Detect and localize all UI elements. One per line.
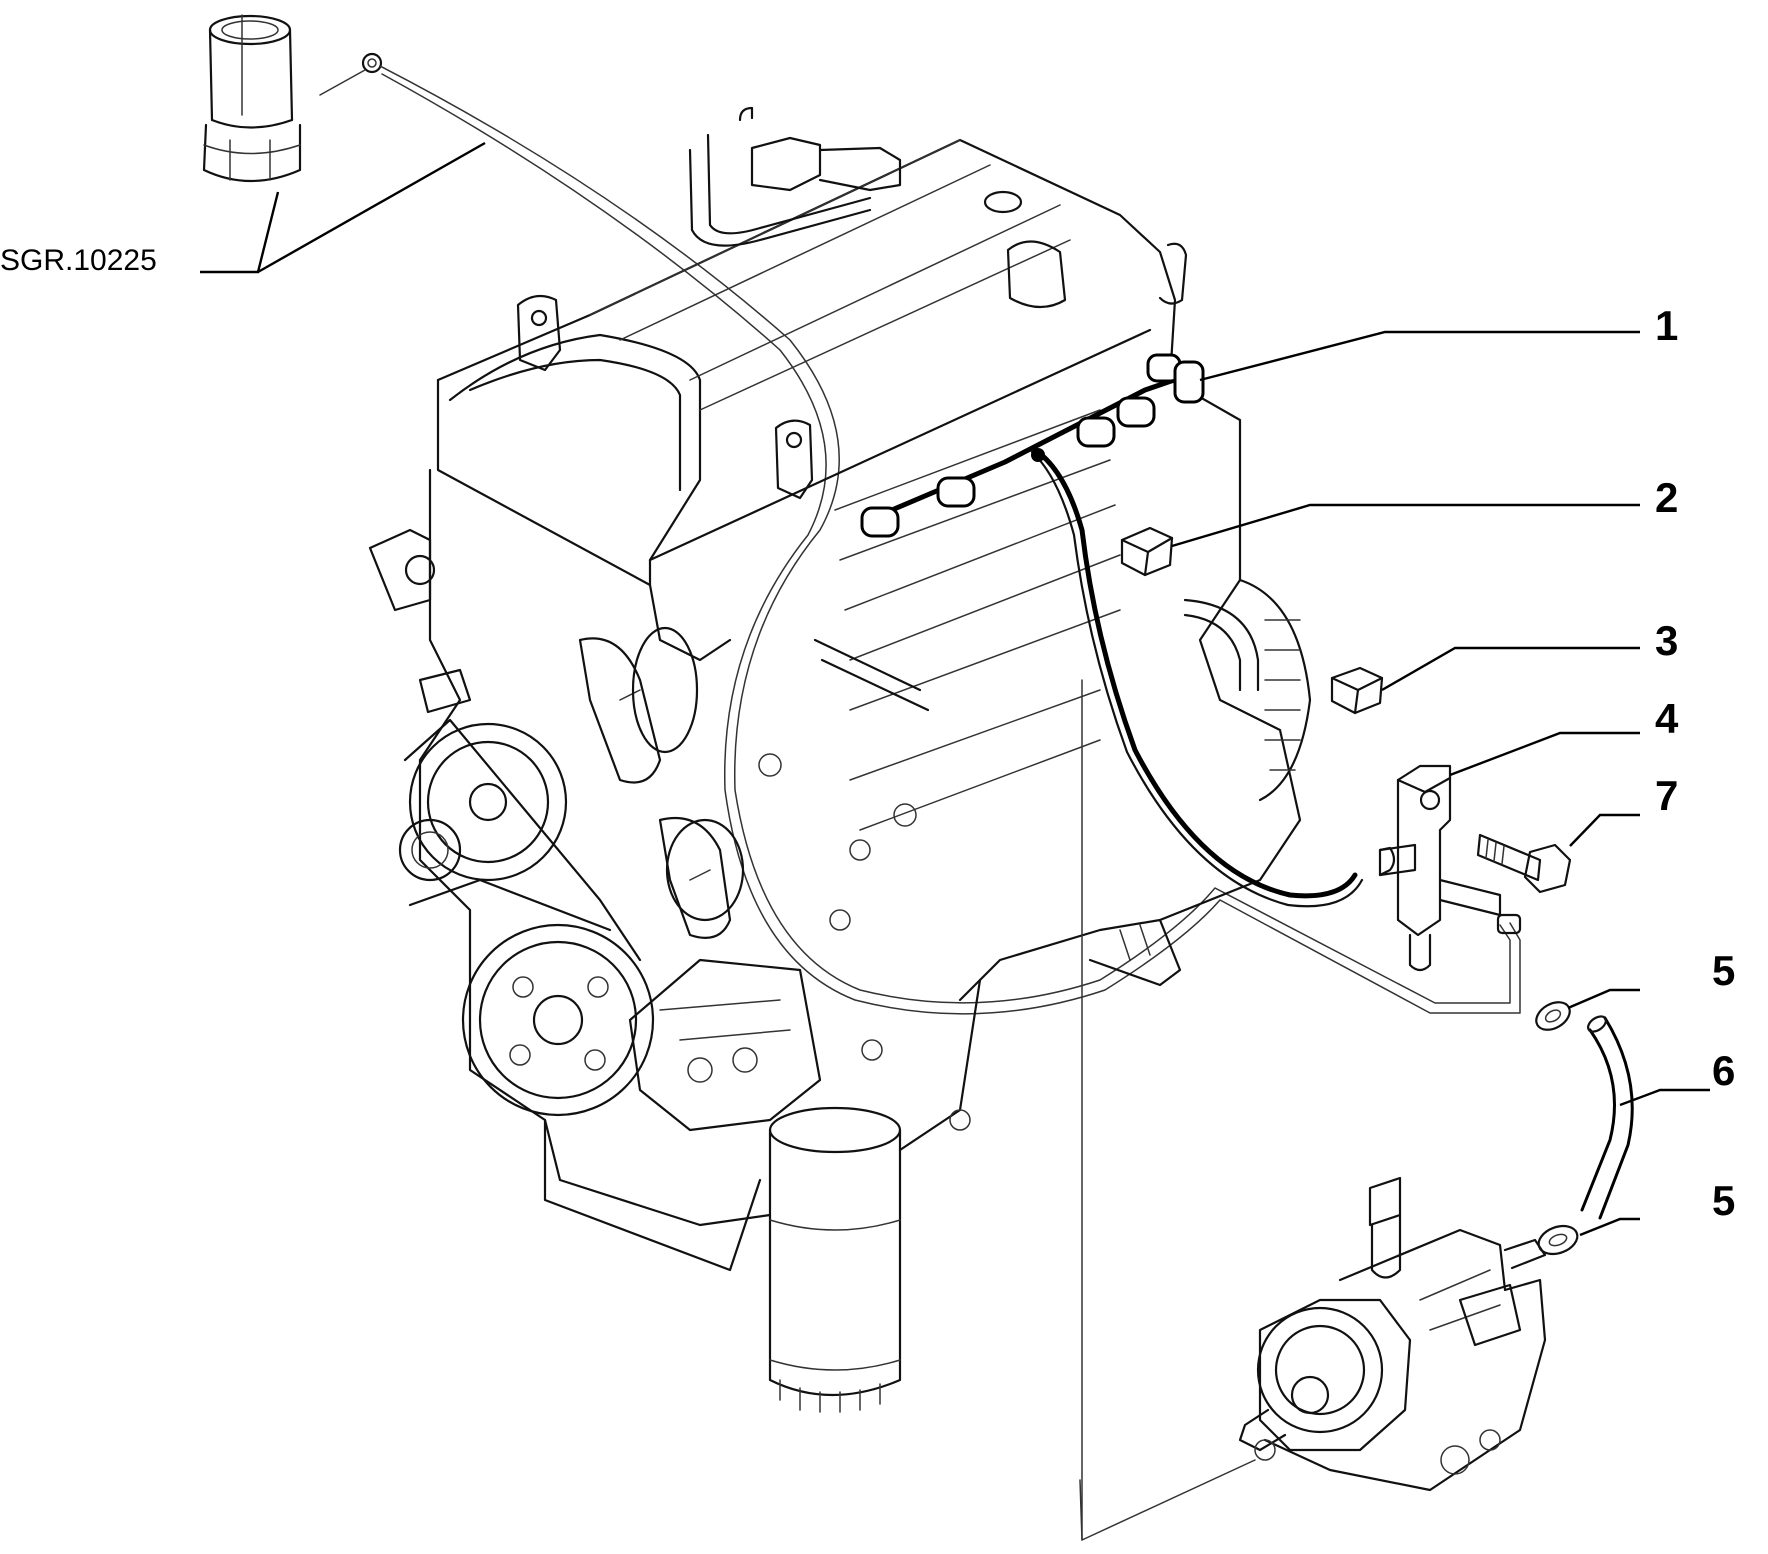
- bolt-part-7-drawing: [1476, 833, 1572, 894]
- callout-6: 6: [1712, 1047, 1735, 1094]
- return-pipe-drawing: [361, 52, 1522, 1015]
- fuel-pump-drawing: [1238, 1176, 1547, 1492]
- callout-4: 4: [1655, 695, 1679, 742]
- washer-part-5a-drawing: [1535, 1001, 1571, 1031]
- clip-part-2-drawing: [1120, 526, 1174, 577]
- washer-part-5b-drawing: [1537, 1224, 1579, 1256]
- clip-part-3-drawing: [1330, 666, 1384, 715]
- callout-3: 3: [1655, 617, 1678, 664]
- callout-1: 1: [1655, 302, 1678, 349]
- callout-5-lower: 5: [1712, 1177, 1735, 1224]
- callout-5-upper: 5: [1712, 947, 1735, 994]
- callout-2: 2: [1655, 474, 1678, 521]
- reference-code-label: SGR.10225: [0, 244, 157, 277]
- hose-part-6-drawing: [1580, 1015, 1634, 1220]
- fuel-return-harness-drawing: [860, 353, 1364, 908]
- callout-7: 7: [1655, 772, 1678, 819]
- reference-dividing-lines: [1079, 679, 1256, 1541]
- reference-leader-lines: [200, 69, 486, 274]
- bracket-part-4-drawing: [1378, 764, 1502, 972]
- engine-block-drawing: [368, 106, 1312, 1413]
- callout-leader-lines: [1171, 330, 1710, 1237]
- socket-tool-drawing: [202, 14, 302, 183]
